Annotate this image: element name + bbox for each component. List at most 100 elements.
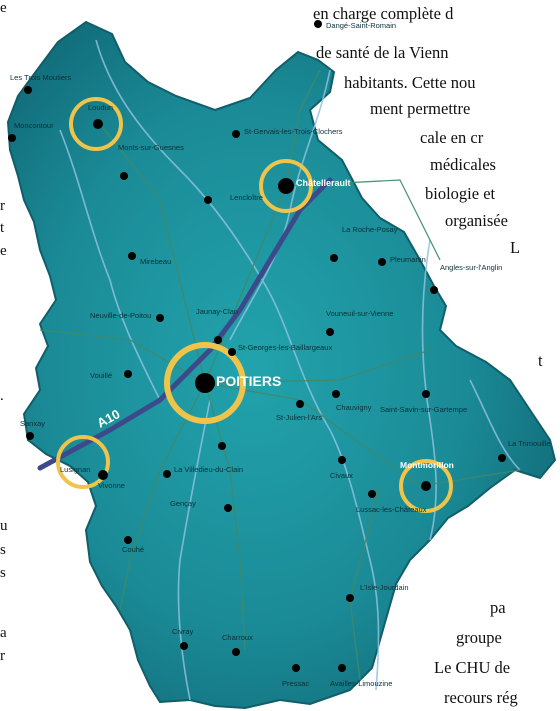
paragraph-line: ment permettre [370,99,471,118]
town-dot [314,20,322,28]
paragraph-line: cale en cr [420,128,484,147]
paragraph-line: de santé de la Vienn [316,43,449,62]
town-dot [156,314,164,322]
town-label: Neuville-de-Poitou [90,311,151,320]
paragraph-line: biologie et [425,184,496,203]
town-label: La Roche-Posay [342,225,398,234]
town-dot [214,336,222,344]
town-label: Gençay [170,499,196,508]
town-dot [128,252,136,260]
town-label: Couhé [122,545,144,554]
town-dot [180,642,188,650]
town-label: Sanxay [20,419,45,428]
lusignan-ring [56,435,110,489]
chatellerault-ring [259,159,313,213]
town-label: Charroux [222,633,253,642]
paragraph-line: pa [490,598,506,617]
paragraph-line: t [538,351,543,370]
montmorillon-dot [421,481,431,491]
loudun-label: Loudun [88,103,113,112]
town-dot [430,286,438,294]
town-dot [326,328,334,336]
poitiers-ring [164,342,246,424]
town-label: Pleumartin [390,255,426,264]
town-dot [124,370,132,378]
town-label: Jaunay-Clan [196,307,238,316]
town-label: La Villedieu-du-Clain [174,465,243,474]
left-fragment: r [0,648,5,664]
town-label: Vivonne [98,481,125,490]
loudun-dot [93,119,103,129]
town-label: Availles-Limouzine [330,679,392,688]
left-fragment: e [0,243,7,259]
town-label: Les Trois Moutiers [10,73,72,82]
paragraph-line: habitants. Cette nou [344,73,476,92]
town-label: St-Julien-l'Ars [276,413,322,422]
town-dot [330,254,338,262]
town-label: Mirebeau [140,257,171,266]
town-dot [338,664,346,672]
town-label: Civaux [330,471,353,480]
town-dot [338,456,346,464]
town-label: Vouillé [90,371,112,380]
town-dot [24,86,32,94]
town-dot [232,648,240,656]
paragraph-line: médicales [430,155,496,174]
town-label: St-Georges-les-Baillargeaux [238,343,332,352]
paragraph-line: L [510,238,521,257]
town-label: St-Gervais-les-Trois-Clochers [244,127,343,136]
town-dot [163,470,171,478]
town-dot [120,172,128,180]
town-dot [124,536,132,544]
montmorillon-label: Montmorillon [400,460,454,470]
lusignan-dot [98,470,108,480]
left-fragment: . [0,388,4,404]
town-dot [498,454,506,462]
left-fragment: u [0,518,8,534]
loudun-ring [69,97,123,151]
montmorillon-ring [399,459,453,513]
town-dot [224,504,232,512]
rivers [59,39,521,701]
left-column-text: e r t e . u s s a r [0,0,20,711]
town-dot [378,258,386,266]
town-label: Lencloître [230,193,263,202]
paragraph-line: Le CHU de [434,658,511,677]
town-label: Civray [172,627,194,636]
town-dot [422,390,430,398]
town-label: Saint-Savin-sur-Gartempe [380,405,467,414]
left-fragment: e [0,0,7,16]
town-dot [368,490,376,498]
town-dot [332,390,340,398]
left-fragment: r [0,198,5,214]
chatellerault-dot [278,178,294,194]
department-outline [6,20,557,710]
town-dot [218,442,226,450]
hub-rings [56,97,453,513]
town-label: Monts-sur-Guesnes [118,143,184,152]
town-label: Dangé-Saint-Romain [326,21,396,30]
town-dot [26,432,34,440]
town-label: Lussac-les-Châteaux [356,505,427,514]
left-fragment: a [0,625,7,641]
town-dot [204,196,212,204]
town-dot [8,134,16,142]
town-dot [232,130,240,138]
town-dot [292,664,300,672]
poitiers-label: POITIERS [216,373,281,389]
poitiers-dot [195,373,215,393]
left-fragment: t [0,220,5,236]
paragraph-line: recours rég [444,688,518,707]
town-dots [8,20,506,672]
lusignan-label: Lusignan [60,465,90,474]
town-label: Moncontour [14,121,54,130]
town-labels: Les Trois Moutiers Monts-sur-Guesnes Mon… [10,21,551,688]
paragraph-line: en charge complète d [313,4,454,23]
town-label: La Trimouille [508,439,551,448]
town-label: Pressac [282,679,309,688]
town-label: Angles-sur-l'Anglin [440,263,502,272]
town-dot [346,594,354,602]
town-label: Vouneuil-sur-Vienne [326,309,393,318]
town-dot [296,400,304,408]
